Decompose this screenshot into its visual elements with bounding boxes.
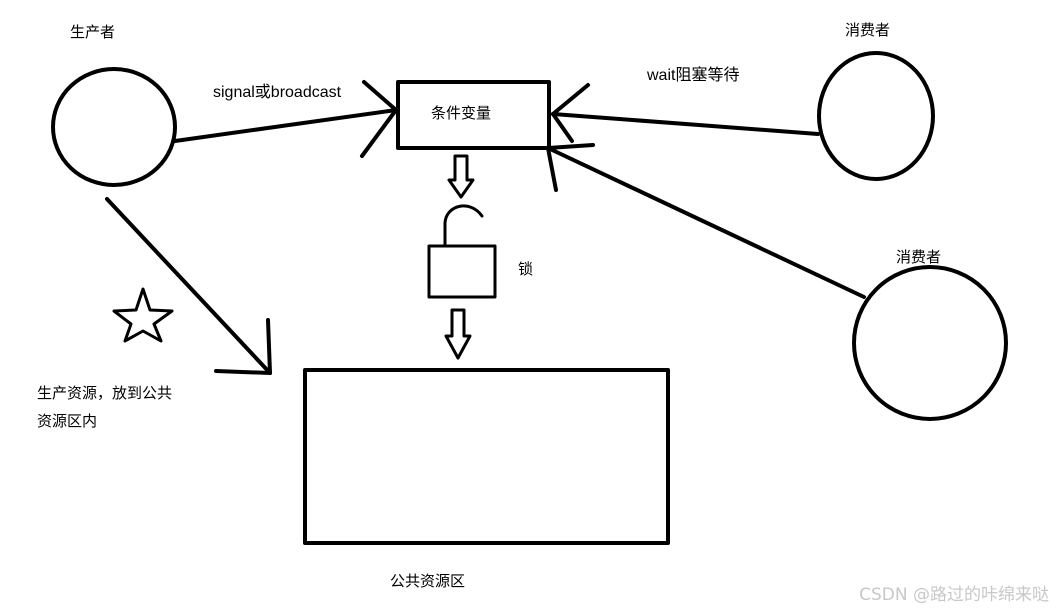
star-icon (112, 287, 174, 343)
produce-note-line-2: 资源区内 (37, 412, 98, 430)
consumer-top-label: 消费者 (845, 21, 891, 39)
produce-note: 生产资源，放到公共 资源区内 (37, 379, 172, 435)
produce-note-line-1: 生产资源，放到公共 (37, 384, 173, 402)
condition-variable-label: 条件变量 (431, 104, 492, 122)
signal-arrow (173, 80, 398, 158)
shared-resource-box (303, 368, 670, 545)
shared-resource-label: 公共资源区 (390, 572, 466, 590)
consumer-top-circle (817, 51, 935, 181)
down-arrow-to-lock (447, 154, 475, 199)
lock-label: 锁 (518, 260, 534, 278)
wait-label: wait阻塞等待 (647, 67, 740, 84)
consumer-right-arrow (546, 143, 866, 299)
csdn-watermark: CSDN @路过的咔绵来哒 (859, 585, 1049, 605)
condition-variable-box (396, 80, 551, 150)
down-arrow-to-resource (444, 308, 472, 360)
signal-label: signal或broadcast (213, 84, 342, 101)
wait-arrow (551, 83, 820, 143)
consumer-right-circle (852, 265, 1008, 421)
produce-arrow (105, 197, 272, 375)
producer-circle (51, 67, 177, 187)
consumer-right-label: 消费者 (896, 248, 942, 266)
producer-label: 生产者 (70, 23, 116, 41)
padlock-icon (427, 204, 497, 299)
